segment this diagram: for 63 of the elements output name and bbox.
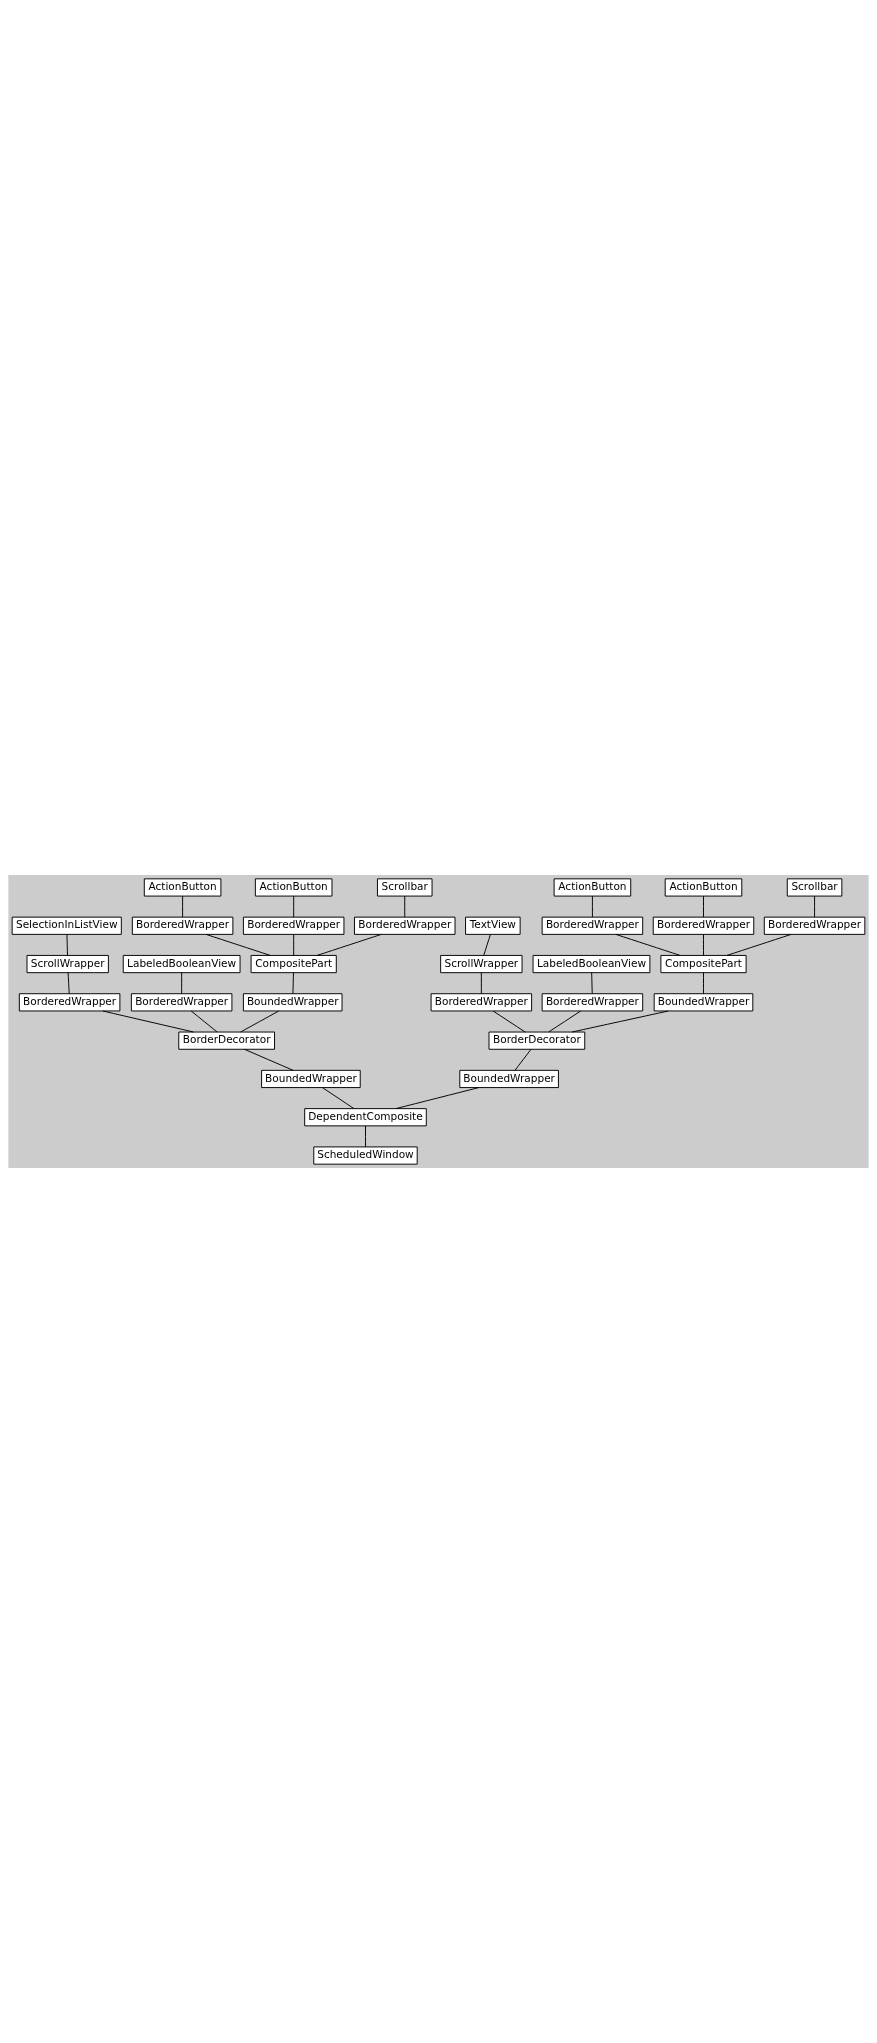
connector — [591, 972, 593, 995]
connector — [726, 933, 792, 956]
connector — [66, 933, 68, 956]
connector — [514, 1048, 532, 1071]
node-box: BoundedWrapper — [459, 1069, 559, 1089]
node-box: BorderedWrapper — [541, 916, 644, 935]
connector — [365, 1125, 366, 1148]
node-box: ActionButton — [553, 878, 632, 897]
connector — [483, 933, 491, 956]
node-box: LabeledBooleanView — [532, 954, 651, 974]
connector — [316, 933, 382, 956]
node-box: ScrollWrapper — [26, 954, 109, 974]
node-box: CompositePart — [660, 954, 747, 974]
connector — [703, 895, 704, 918]
connector — [293, 933, 295, 956]
node-box: BorderedWrapper — [18, 993, 121, 1012]
connector — [591, 895, 593, 918]
connector — [615, 933, 681, 956]
node-box: BorderedWrapper — [430, 993, 533, 1012]
node-box: CompositePart — [250, 954, 337, 974]
connector — [404, 895, 406, 918]
node-box: DependentComposite — [304, 1108, 427, 1127]
connector — [244, 1048, 294, 1071]
connector — [181, 972, 183, 995]
node-box: Scrollbar — [376, 878, 433, 897]
connector — [293, 895, 295, 918]
connector — [703, 972, 704, 995]
node-box: BorderedWrapper — [652, 916, 755, 935]
node-box: BorderedWrapper — [541, 993, 644, 1012]
node-box: BorderDecorator — [488, 1031, 586, 1050]
connector — [814, 895, 816, 918]
connector — [292, 972, 294, 995]
connector — [102, 1010, 194, 1033]
node-box: ScheduledWindow — [313, 1146, 418, 1165]
connector — [571, 1010, 669, 1033]
node-box: TextView — [465, 916, 521, 935]
node-box: BorderedWrapper — [354, 916, 456, 935]
node-box: BorderedWrapper — [130, 993, 233, 1012]
connector — [480, 972, 482, 995]
node-box: BoundedWrapper — [261, 1069, 361, 1089]
node-box: ScrollWrapper — [440, 954, 523, 974]
connector — [548, 1010, 582, 1033]
node-box: BoundedWrapper — [653, 993, 754, 1012]
node-box: ActionButton — [143, 878, 222, 897]
node-box: BorderedWrapper — [242, 916, 345, 935]
connector — [703, 933, 704, 956]
node-box: ActionButton — [254, 878, 333, 897]
node-box: BorderedWrapper — [763, 916, 866, 935]
node-box: LabeledBooleanView — [122, 954, 241, 974]
connector — [322, 1087, 355, 1110]
node-box: Scrollbar — [786, 878, 843, 897]
connector — [492, 1010, 526, 1033]
node-box: BoundedWrapper — [242, 993, 343, 1012]
node-box: ActionButton — [664, 878, 743, 897]
connector — [190, 1010, 218, 1033]
node-box: SelectionInListView — [11, 916, 122, 935]
node-box: BorderDecorator — [178, 1031, 275, 1050]
connector — [182, 895, 184, 918]
connector — [395, 1087, 480, 1110]
connector — [67, 972, 70, 995]
connector — [240, 1010, 280, 1033]
node-box: BorderedWrapper — [131, 916, 234, 935]
connector — [205, 933, 271, 956]
